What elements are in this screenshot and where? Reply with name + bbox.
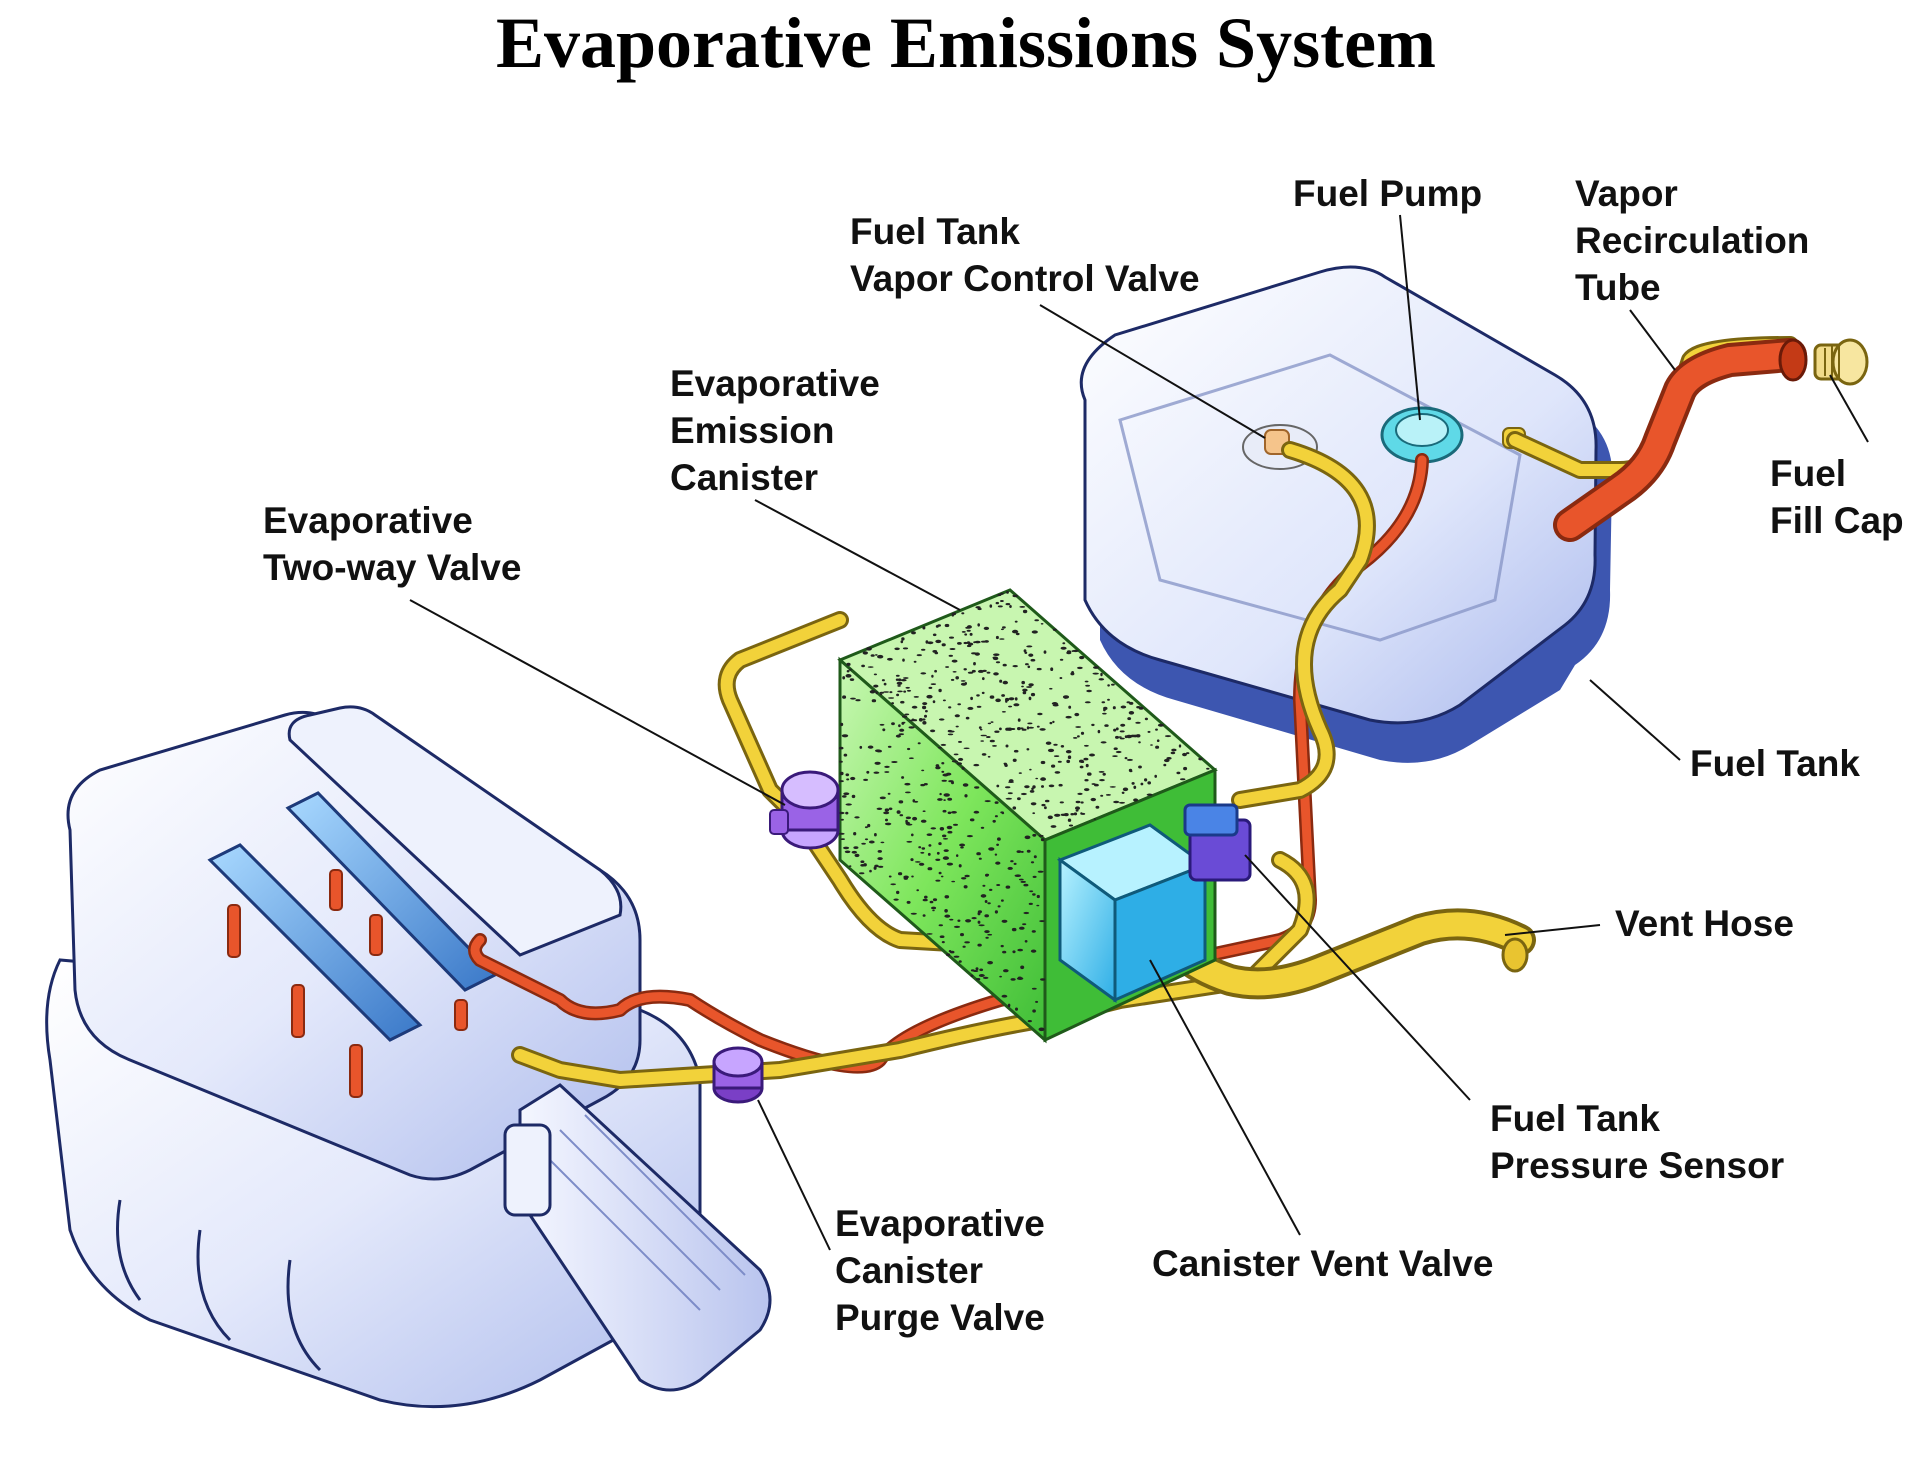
label-vapor-control-line-1: Fuel Tank (850, 211, 1020, 252)
fuel-tank-shell (1079, 265, 1598, 725)
engine (45, 705, 772, 1409)
label-vapor-control-line-2: Vapor Control Valve (850, 258, 1200, 299)
hose-ribs (539, 1114, 746, 1311)
label-vent-hose: Vent Hose (1615, 900, 1794, 947)
label-fuel-pump-line-1: Fuel Pump (1293, 173, 1483, 214)
fuel-tank (1079, 265, 1613, 763)
label-vapor-recirc-line-1: Vapor (1575, 173, 1678, 214)
leader-vapor-recirc (1629, 309, 1676, 371)
leader-two-way (409, 599, 786, 806)
filler-neck (1557, 342, 1803, 538)
label-vapor-recirc-line-3: Tube (1575, 267, 1661, 308)
injectors (227, 869, 468, 1098)
label-fuel-pump: Fuel Pump (1293, 170, 1482, 217)
label-vent-hose-line-1: Vent Hose (1615, 903, 1794, 944)
label-canister-line-3: Canister (670, 457, 819, 498)
label-vapor-recirc-line-2: Recirculation (1575, 220, 1810, 261)
label-fuel-tank: Fuel Tank (1690, 740, 1860, 787)
fuel-tank-pressure-sensor (1183, 803, 1252, 882)
leader-lines (409, 214, 1869, 1251)
leader-vent-valve (1149, 959, 1301, 1236)
label-fuel-tank-line-1: Fuel Tank (1690, 743, 1860, 784)
two-way-valve-line (720, 614, 1076, 956)
label-evaporative-emission-canister: Evaporative Emission Canister (670, 360, 880, 501)
tank-vapor-line (1234, 444, 1373, 806)
fuel-rail-left (207, 843, 423, 1042)
leader-fuel-pump (1399, 214, 1421, 421)
label-vent-valve-line-1: Canister Vent Valve (1152, 1243, 1494, 1284)
vent-hose-end (1501, 937, 1529, 973)
engine-ribs (116, 1199, 322, 1372)
evaporative-canister-purge-valve (712, 1046, 764, 1104)
leader-vapor-control (1039, 304, 1266, 439)
label-fill-cap-line-1: Fuel (1770, 453, 1847, 494)
label-fuel-tank-pressure-sensor: Fuel Tank Pressure Sensor (1490, 1095, 1784, 1189)
label-pressure-sensor-line-2: Pressure Sensor (1490, 1145, 1785, 1186)
canister-charcoal-speckles (838, 591, 1210, 1032)
fuel-tank-panel (1118, 353, 1522, 642)
label-canister-vent-valve: Canister Vent Valve (1152, 1240, 1493, 1287)
fuel-pump-cap (1395, 413, 1449, 447)
diagram-title: Evaporative Emissions System (495, 3, 1437, 83)
leader-vent-hose (1504, 924, 1601, 936)
label-fuel-tank-vapor-control-valve: Fuel Tank Vapor Control Valve (850, 208, 1200, 302)
fuel-filler-neck (1553, 338, 1869, 542)
throttle-body (503, 1123, 552, 1217)
label-vapor-recirculation-tube: Vapor Recirculation Tube (1575, 170, 1809, 311)
fuel-fill-cap (1813, 338, 1869, 386)
label-fill-cap-line-2: Fill Cap (1770, 500, 1904, 541)
label-two-way-line-2: Two-way Valve (263, 547, 522, 588)
label-two-way-line-1: Evaporative (263, 500, 473, 541)
label-canister-line-2: Emission (670, 410, 835, 451)
label-pressure-sensor-line-1: Fuel Tank (1490, 1098, 1660, 1139)
label-purge-valve-line-2: Canister (835, 1250, 984, 1291)
canister-vent-valve (1056, 823, 1209, 1003)
leader-pressure-sensor (1244, 854, 1471, 1101)
leader-fill-cap (1829, 374, 1869, 443)
evaporative-two-way-valve (769, 770, 840, 850)
leader-canister (754, 499, 961, 611)
manifold-runner (287, 705, 623, 957)
label-fuel-fill-cap: Fuel Fill Cap (1770, 450, 1904, 544)
label-purge-valve-line-1: Evaporative (835, 1203, 1045, 1244)
label-evaporative-canister-purge-valve: Evaporative Canister Purge Valve (835, 1200, 1045, 1341)
leader-purge-valve (757, 1099, 831, 1251)
filler-neck-opening (1778, 338, 1808, 382)
label-canister-line-1: Evaporative (670, 363, 880, 404)
label-evaporative-two-way-valve: Evaporative Two-way Valve (263, 497, 521, 591)
label-purge-valve-line-3: Purge Valve (835, 1297, 1045, 1338)
air-intake-hose (518, 1083, 772, 1392)
leader-fuel-tank (1589, 679, 1681, 761)
